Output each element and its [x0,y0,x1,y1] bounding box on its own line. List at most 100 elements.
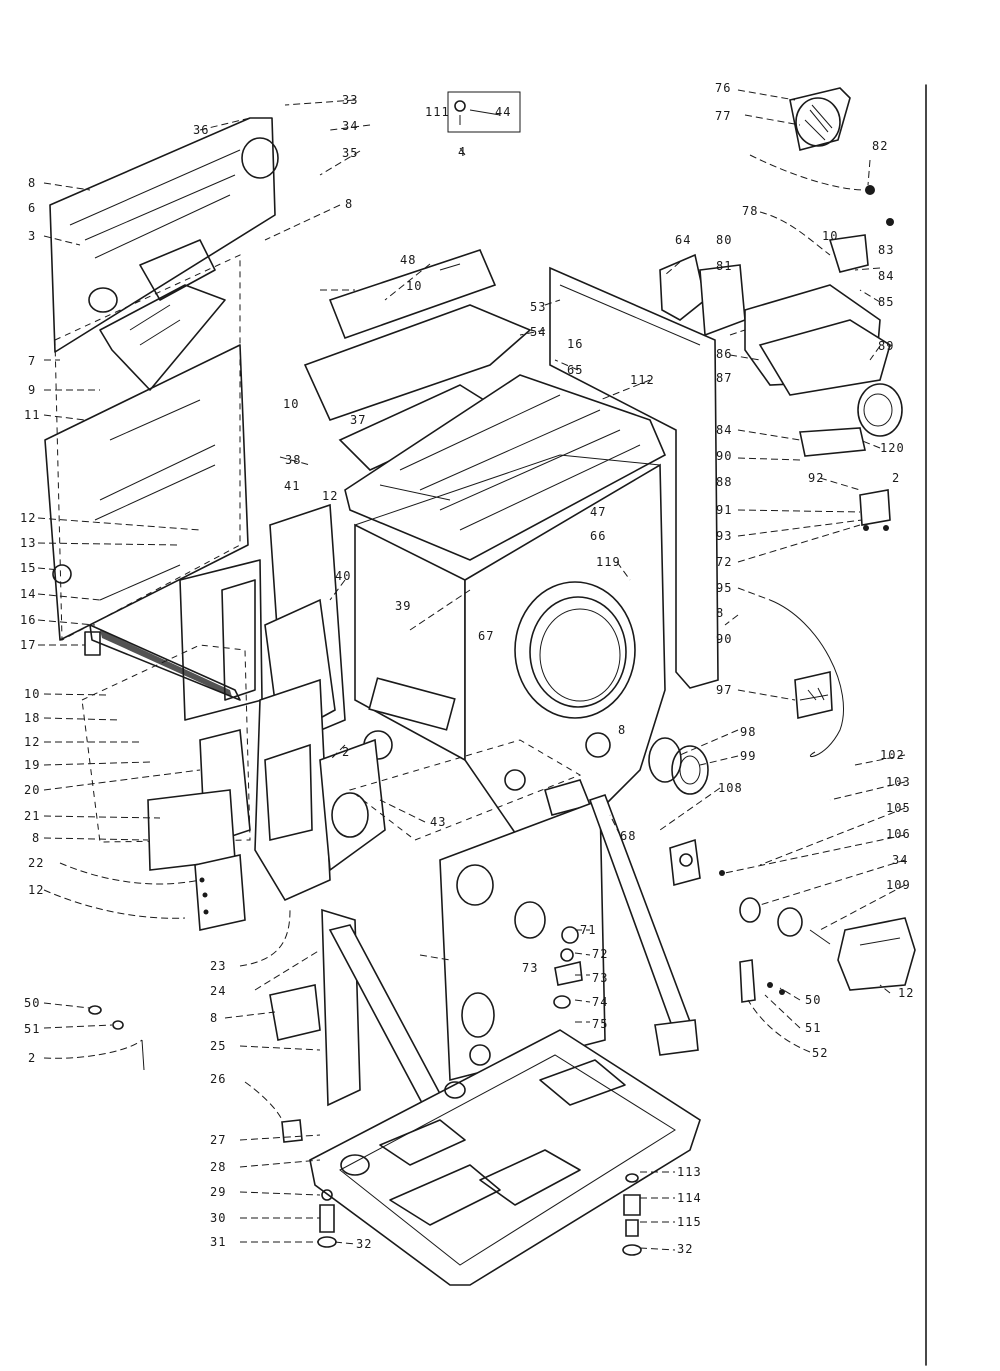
right-side-panel [549,266,719,689]
cabinet-body [354,454,666,841]
part-label: 2 [342,745,350,759]
part-label: 32 [677,1242,693,1256]
part-label: 12 [322,489,338,503]
part-label: 10 [406,279,422,293]
part-label: 41 [284,479,300,493]
part-label: 38 [285,453,301,467]
part-label: 8 [345,197,353,211]
small-bracket-52 [739,959,785,1003]
part-label: 76 [715,81,731,95]
cam-and-roller [739,897,831,945]
part-label: 78 [742,204,758,218]
drum-top [344,374,667,561]
part-label: 12 [898,986,914,1000]
cabinet-rear-panel [44,254,249,701]
part-label: 119 [596,555,621,569]
part-label: 75 [592,1017,608,1031]
part-label: 84 [878,269,894,283]
part-label: 54 [530,325,546,339]
part-label: 113 [677,1165,702,1179]
door-seal-ring [648,737,709,795]
base-pan [309,1029,701,1286]
kickplate-bracket [147,728,251,931]
part-label: 67 [478,629,494,643]
part-label: 85 [878,295,894,309]
callout-curve [769,599,844,758]
part-label: 90 [716,449,732,463]
part-label: 50 [24,996,40,1010]
part-label: 47 [590,505,606,519]
part-label: 93 [716,529,732,543]
part-label: 8 [716,606,724,620]
part-label: 91 [716,503,732,517]
part-label: 86 [716,347,732,361]
part-label: 18 [24,711,40,725]
switch-housing [669,838,725,887]
part-label: 39 [395,599,411,613]
part-label: 115 [677,1215,702,1229]
access-cover-64 [659,253,746,337]
part-label: 103 [886,775,911,789]
part-label: 21 [24,809,40,823]
part-label: 74 [592,995,608,1009]
part-label: 73 [522,961,538,975]
part-label: 16 [20,613,36,627]
part-label: 82 [872,139,888,153]
control-panel-assembly [49,117,279,391]
part-label: 8 [618,723,626,737]
part-label: 43 [430,815,446,829]
thermostat-bracket [799,427,891,531]
part-label: 8 [210,1011,218,1025]
lint-filter-cover [837,917,916,991]
part-label: 84 [716,423,732,437]
part-label: 87 [716,371,732,385]
part-label: 109 [886,878,911,892]
part-label: 92 [808,471,824,485]
part-label: 34 [892,853,908,867]
part-label: 8 [32,831,40,845]
base-outline-dashed [348,739,582,841]
part-label: 50 [805,993,821,1007]
part-label: 120 [880,441,905,455]
part-label: 66 [590,529,606,543]
part-label: 12 [24,735,40,749]
part-label: 105 [886,801,911,815]
part-label: 112 [630,373,655,387]
part-label: 114 [677,1191,702,1205]
part-label: 51 [805,1021,821,1035]
part-label: 17 [20,638,36,652]
part-label: 97 [716,683,732,697]
part-label: 15 [20,561,36,575]
part-label: 99 [740,749,756,763]
part-label: 10 [24,687,40,701]
part-label: 19 [24,758,40,772]
part-label: 4 [458,145,466,159]
part-label: 65 [567,363,583,377]
part-label: 80 [716,233,732,247]
part-label: 81 [716,259,732,273]
blower-housing [744,185,903,437]
part-label: 33 [342,93,358,107]
part-label: 14 [20,587,36,601]
part-number-labels: 8 6 3 7 9 11 12 13 15 14 16 17 10 18 12 … [20,81,914,1256]
part-label: 27 [210,1133,226,1147]
part-label: 68 [620,829,636,843]
part-label: 98 [740,725,756,739]
part-label: 6 [28,201,36,215]
part-label: 90 [716,632,732,646]
part-label: 36 [193,123,209,137]
part-label: 7 [28,354,36,368]
part-label: 11 [24,408,40,422]
part-label: 16 [567,337,583,351]
part-label: 10 [822,229,838,243]
part-label: 106 [886,827,911,841]
part-label: 32 [356,1237,372,1251]
part-label: 26 [210,1072,226,1086]
part-label: 51 [24,1022,40,1036]
part-label: 72 [716,555,732,569]
part-label: 23 [210,959,226,973]
part-label: 3 [28,229,36,243]
part-label: 29 [210,1185,226,1199]
part-label: 44 [495,105,511,119]
